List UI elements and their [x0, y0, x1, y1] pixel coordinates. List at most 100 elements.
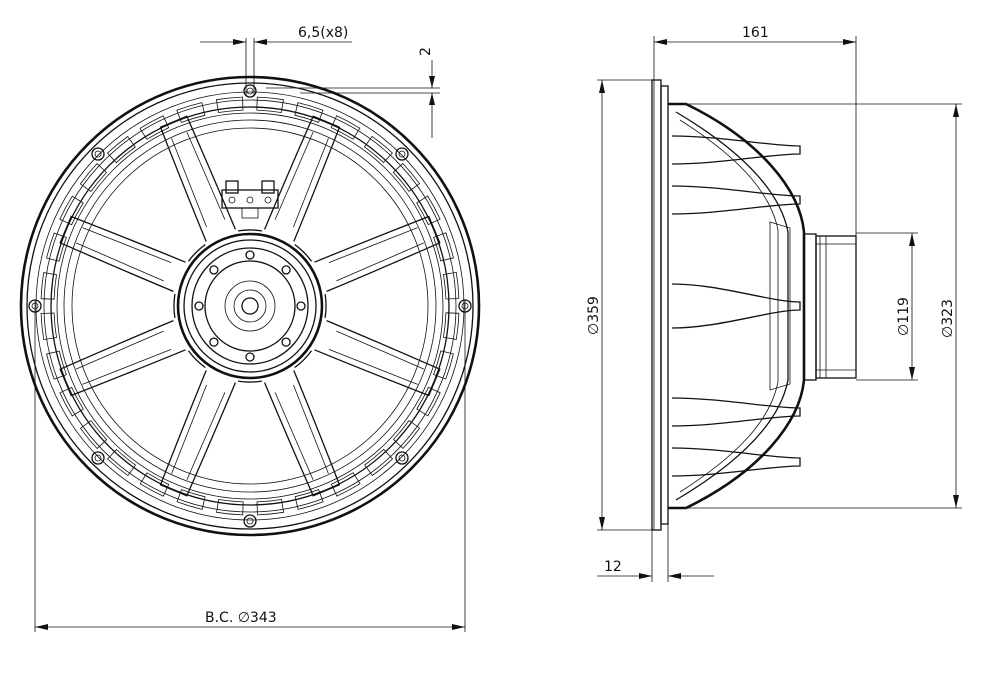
- basket-vent: [324, 293, 327, 319]
- spoke: [59, 215, 186, 292]
- outer-diameter-label: ∅359: [586, 296, 602, 335]
- baffle-cutout-dimension: ∅323: [686, 103, 962, 509]
- frame-slot: [433, 350, 454, 380]
- hole-size-label: 6,5(x8): [298, 25, 348, 41]
- frame-slot: [40, 272, 57, 300]
- spoke-inner-edge: [171, 384, 226, 481]
- frame-slot: [392, 162, 421, 192]
- magnet-diameter-dimension: ∅119: [856, 232, 918, 381]
- basket-rib: [671, 447, 801, 477]
- bolt-hole-inner: [398, 150, 406, 158]
- mounting-flange: [651, 79, 669, 531]
- frame-slot: [139, 472, 170, 497]
- depth-label: 161: [742, 25, 769, 41]
- frame-slot: [256, 96, 284, 113]
- frame-outline: [19, 75, 481, 537]
- basket-vent: [187, 243, 206, 262]
- frame-slot: [416, 195, 441, 226]
- bolt-hole-inner: [246, 87, 254, 95]
- bolt-circle-label: B.C. ∅343: [205, 610, 277, 626]
- frame-slot: [364, 448, 394, 477]
- spoke: [159, 115, 236, 242]
- frame-slot: [79, 420, 108, 450]
- frame-slot: [46, 232, 67, 262]
- spoke-inner-edge: [75, 330, 172, 385]
- frame-slot: [433, 232, 454, 262]
- front-view: 6,5(x8) 2 B.C. ∅343: [19, 25, 481, 632]
- frame-slot: [216, 499, 244, 516]
- bolt-hole-inner: [94, 150, 102, 158]
- flange-thickness-label: 12: [604, 559, 622, 575]
- flange-thickness-dimension: 12: [597, 524, 714, 582]
- spoke-inner-edge: [328, 330, 425, 385]
- bolt-hole: [395, 147, 409, 161]
- frame-slot: [392, 419, 421, 449]
- basket-vent: [173, 293, 176, 319]
- basket-vent: [294, 350, 313, 369]
- basket-rib: [671, 185, 801, 215]
- spoke: [264, 370, 341, 497]
- frame-slots: [40, 96, 460, 516]
- basket-rib: [671, 397, 801, 427]
- magnet-screw-hole: [245, 352, 255, 362]
- frame-slot: [176, 102, 206, 123]
- outer-diameter-dimension: ∅359: [586, 79, 652, 531]
- frame-slot: [416, 386, 441, 417]
- basket-profile: [668, 102, 806, 510]
- frame-slot: [363, 135, 393, 164]
- frame-slot: [330, 472, 361, 497]
- magnet-screw-hole: [194, 301, 204, 311]
- basket-vent: [187, 350, 206, 369]
- hole-dimension: 6,5(x8): [200, 25, 352, 96]
- terminal-block: [221, 180, 279, 219]
- magnet-screw-hole: [281, 337, 291, 347]
- baffle-cutout-label: ∅323: [940, 299, 956, 338]
- spoke-inner-edge: [274, 384, 329, 481]
- spoke: [314, 320, 441, 397]
- magnet-diameter-label: ∅119: [896, 297, 912, 336]
- frame-slot: [40, 312, 57, 341]
- basket-details: [173, 229, 327, 383]
- frame-slot: [443, 312, 460, 340]
- basket-vent: [294, 243, 313, 262]
- basket-rib: [671, 135, 801, 165]
- frame-slot: [330, 115, 361, 140]
- spoke-inner-edge: [328, 227, 425, 282]
- bolt-hole: [243, 84, 257, 98]
- frame-slot: [106, 135, 136, 164]
- spoke: [264, 115, 341, 242]
- frame-slot: [215, 96, 244, 113]
- bolt-hole: [91, 451, 105, 465]
- spoke-inner-edge: [274, 131, 329, 228]
- frame-spokes: [59, 115, 441, 497]
- spoke: [59, 320, 186, 397]
- flange-offset-label: 2: [418, 47, 434, 56]
- basket-ring: [769, 221, 791, 391]
- frame-slot: [294, 102, 324, 123]
- magnet-screw-hole: [245, 250, 255, 260]
- frame-slot: [46, 350, 67, 380]
- bolt-hole: [243, 514, 257, 528]
- spoke-inner-edge: [171, 131, 226, 228]
- magnet-screw-hole: [209, 265, 219, 275]
- magnet-screw-holes: [194, 250, 306, 362]
- frame-slot: [107, 448, 137, 477]
- basket-ribs: [671, 135, 801, 477]
- spoke-inner-edge: [75, 227, 172, 282]
- bolt-holes: [28, 84, 472, 528]
- frame-slot: [176, 489, 206, 510]
- frame-slot: [443, 271, 460, 300]
- basket-vent: [237, 380, 263, 383]
- bolt-hole: [91, 147, 105, 161]
- bolt-hole-inner: [94, 454, 102, 462]
- frame-slot: [79, 163, 108, 193]
- side-view: 161 ∅359 ∅119 ∅323: [586, 25, 962, 582]
- frame-slot: [256, 499, 285, 516]
- flange-offset-dimension: 2: [266, 47, 440, 138]
- spoke: [314, 215, 441, 292]
- depth-dimension: 161: [653, 25, 857, 236]
- magnet-screw-hole: [281, 265, 291, 275]
- rear-magnet: [803, 233, 857, 381]
- magnet-screw-hole: [209, 337, 219, 347]
